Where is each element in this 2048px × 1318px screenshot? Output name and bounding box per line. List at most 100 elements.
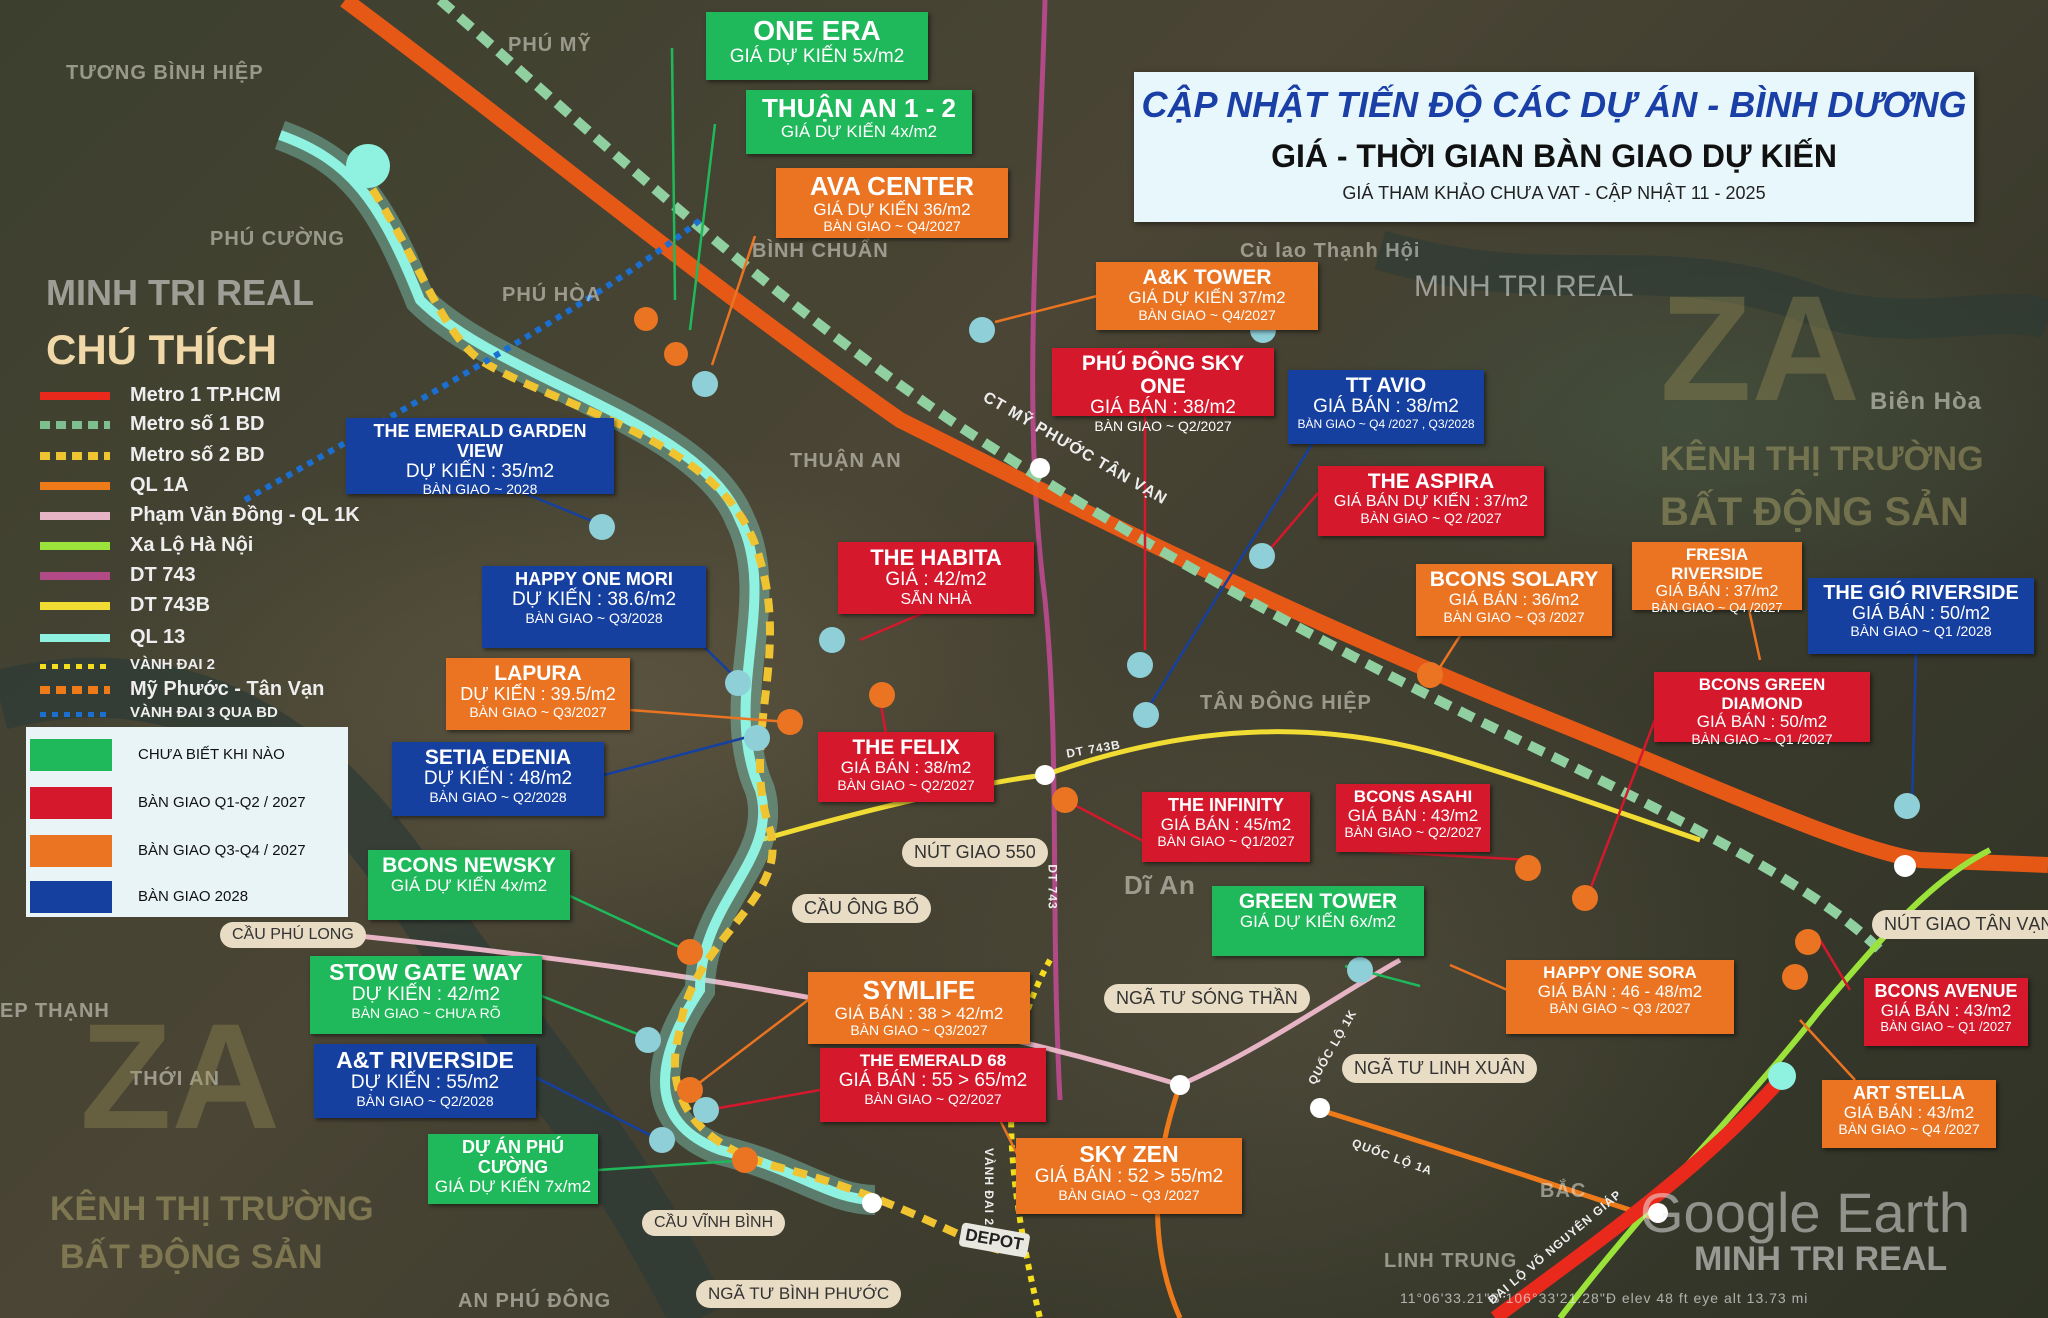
project-name: FRESIA RIVERSIDE bbox=[1671, 545, 1763, 583]
place-name: LINH TRUNG bbox=[1384, 1250, 1518, 1272]
project-price: GIÁ BÁN DỰ KIẾN : 37/m2 bbox=[1333, 493, 1529, 511]
project-marker bbox=[732, 1147, 758, 1173]
project-handover: BÀN GIAO ~ Q2/2028 bbox=[429, 788, 567, 805]
project-name: STOW GATE WAY bbox=[329, 959, 523, 985]
project-marker bbox=[869, 682, 895, 708]
project-handover: BÀN GIAO ~ Q3/2028 bbox=[525, 609, 663, 626]
project-handover: SẴN NHÀ bbox=[900, 591, 972, 609]
xa-lo-ha-noi bbox=[1557, 847, 1992, 1318]
connector-line bbox=[994, 294, 1098, 324]
project-marker bbox=[1052, 787, 1078, 813]
project-label-happy-one-sora: HAPPY ONE SORA GIÁ BÁN : 46 - 48/m2 BÀN … bbox=[1506, 960, 1734, 1034]
connector-line bbox=[629, 708, 789, 724]
project-name: SYMLIFE bbox=[862, 975, 976, 1005]
project-name: ONE ERA bbox=[753, 15, 881, 46]
project-name: A&K TOWER bbox=[1142, 266, 1272, 289]
legend-swatch bbox=[40, 542, 110, 550]
project-marker bbox=[634, 307, 658, 331]
project-marker bbox=[744, 725, 770, 751]
watermark: Google Earth bbox=[1640, 1181, 1970, 1244]
project-price: GIÁ : 42/m2 bbox=[885, 569, 987, 591]
project-marker bbox=[649, 1127, 675, 1153]
legend-swatch bbox=[40, 602, 110, 610]
project-label-tt-avio: TT AVIO GIÁ BÁN : 38/m2 BÀN GIAO ~ Q4 /2… bbox=[1288, 370, 1484, 444]
project-label-the-aspira: THE ASPIRA GIÁ BÁN DỰ KIẾN : 37/m2 BÀN G… bbox=[1318, 466, 1544, 536]
project-price: GIÁ BÁN : 38/m2 bbox=[1090, 397, 1236, 419]
project-name: THE EMERALD 68 bbox=[859, 1051, 1007, 1070]
road-label: VÀNH ĐAI 2 bbox=[982, 1147, 997, 1227]
project-handover: BÀN GIAO ~ Q1 /2027 bbox=[1880, 1019, 2012, 1035]
project-marker bbox=[589, 514, 615, 540]
project-marker bbox=[1347, 957, 1373, 983]
metro-end-node bbox=[1768, 1062, 1796, 1090]
project-marker bbox=[1133, 702, 1159, 728]
project-name: BCONS SOLARY bbox=[1429, 568, 1599, 591]
connector-line bbox=[1064, 798, 1146, 844]
project-name: THUẬN AN 1 - 2 bbox=[761, 93, 957, 123]
place-name: PHÚ MỸ bbox=[508, 34, 592, 56]
road-label: DT 743 bbox=[1045, 864, 1060, 910]
legend-swatch bbox=[40, 482, 110, 490]
project-handover: BÀN GIAO ~ Q3/2027 bbox=[850, 1022, 988, 1039]
project-name: BCONS AVENUE bbox=[1874, 981, 2018, 1001]
brand-text: BẤT ĐỘNG SẢN bbox=[60, 1238, 323, 1276]
project-marker bbox=[635, 1027, 661, 1053]
legend-label: Xa Lộ Hà Nội bbox=[130, 534, 254, 556]
metro-end-node bbox=[346, 144, 390, 188]
project-label-the-infinity: THE INFINITY GIÁ BÁN : 45/m2 BÀN GIAO ~ … bbox=[1142, 792, 1310, 862]
connector-line bbox=[688, 123, 717, 331]
legend-swatch bbox=[40, 421, 110, 429]
project-handover: BÀN GIAO ~ Q4 /2027 , Q3/2028 bbox=[1297, 416, 1475, 431]
place-name: PHÚ CƯỜNG bbox=[210, 228, 345, 250]
legend-label: QL 1A bbox=[130, 474, 189, 496]
my-phuoc-tan-van-road bbox=[340, 0, 2048, 873]
project-label-sky-zen: SKY ZEN GIÁ BÁN : 52 > 55/m2 BÀN GIAO ~ … bbox=[1016, 1138, 1242, 1214]
project-handover: BÀN GIAO ~ Q3 /2027 bbox=[1549, 1000, 1691, 1017]
place-name: THUẬN AN bbox=[790, 450, 902, 472]
project-handover: BÀN GIAO ~ Q2/2027 bbox=[837, 776, 975, 793]
project-price: GIÁ DỰ KIẾN 6x/m2 bbox=[1239, 912, 1397, 932]
landmark-label: NGÃ TƯ SÓNG THẦN bbox=[1104, 984, 1310, 1013]
place-name: PHÚ HÒA bbox=[502, 284, 602, 306]
status-key-label: BÀN GIAO Q3-Q4 / 2027 bbox=[138, 842, 306, 859]
project-price: GIÁ BÁN : 43/m2 bbox=[1880, 1000, 2012, 1020]
project-label-bcons-newsky: BCONS NEWSKY GIÁ DỰ KIẾN 4x/m2 bbox=[368, 850, 570, 920]
project-marker bbox=[1572, 885, 1598, 911]
map-note: GIÁ THAM KHẢO CHƯA VAT - CẬP NHẬT 11 - 2… bbox=[1342, 183, 1766, 203]
project-price: GIÁ BÁN : 45/m2 bbox=[1160, 814, 1292, 834]
legend-label: DT 743 bbox=[130, 564, 196, 586]
connector-line bbox=[670, 47, 677, 301]
project-price: GIÁ DỰ KIẾN 36/m2 bbox=[813, 199, 971, 219]
river bbox=[1374, 230, 2048, 339]
project-label-thuan-an: THUẬN AN 1 - 2 GIÁ DỰ KIẾN 4x/m2 bbox=[746, 90, 972, 154]
project-price: GIÁ DỰ KIẾN 5x/m2 bbox=[729, 45, 905, 67]
project-handover: BÀN GIAO ~ Q4/2027 bbox=[823, 218, 961, 235]
project-handover: BÀN GIAO ~ Q4/2027 bbox=[1138, 306, 1276, 323]
place-name: TÂN ĐÔNG HIỆP bbox=[1200, 692, 1372, 714]
legend-swatch bbox=[40, 712, 110, 717]
project-price: GIÁ DỰ KIẾN 37/m2 bbox=[1128, 288, 1286, 308]
project-handover: BÀN GIAO ~ CHƯA RÕ bbox=[351, 1005, 501, 1022]
project-label-bcons-avenue: BCONS AVENUE GIÁ BÁN : 43/m2 BÀN GIAO ~ … bbox=[1864, 978, 2028, 1046]
watermark: MINH TRI REAL bbox=[1414, 270, 1634, 303]
project-handover: BÀN GIAO ~ 2028 bbox=[422, 481, 538, 498]
junction-node bbox=[1648, 1203, 1668, 1223]
project-label-emerald-garden-view: THE EMERALD GARDEN VIEW DỰ KIẾN : 35/m2 … bbox=[346, 418, 614, 498]
project-handover: BÀN GIAO ~ Q4 /2027 bbox=[1838, 1121, 1980, 1138]
metro-2-bd bbox=[356, 167, 1001, 1254]
legend-label: QL 13 bbox=[130, 626, 186, 648]
legend-label: VÀNH ĐAI 2 bbox=[130, 656, 216, 673]
project-price: GIÁ BÁN : 55 > 65/m2 bbox=[838, 1069, 1028, 1091]
project-price: GIÁ BÁN : 50/m2 bbox=[1696, 712, 1828, 732]
project-price: GIÁ BÁN : 50/m2 bbox=[1851, 603, 1991, 623]
project-name: A&T RIVERSIDE bbox=[336, 1047, 514, 1073]
dt743-road bbox=[1030, 0, 1063, 1101]
project-name: THE FELIX bbox=[852, 736, 960, 759]
project-label-one-era: ONE ERA GIÁ DỰ KIẾN 5x/m2 bbox=[706, 12, 928, 80]
place-name: BẮC bbox=[1540, 1180, 1587, 1202]
connector-line bbox=[523, 491, 603, 527]
status-key: CHƯA BIẾT KHI NÀO BÀN GIAO Q1-Q2 / 2027 … bbox=[26, 727, 348, 917]
project-price: GIÁ BÁN : 38 > 42/m2 bbox=[834, 1003, 1004, 1023]
legend-label: Metro 1 TP.HCM bbox=[130, 384, 281, 406]
